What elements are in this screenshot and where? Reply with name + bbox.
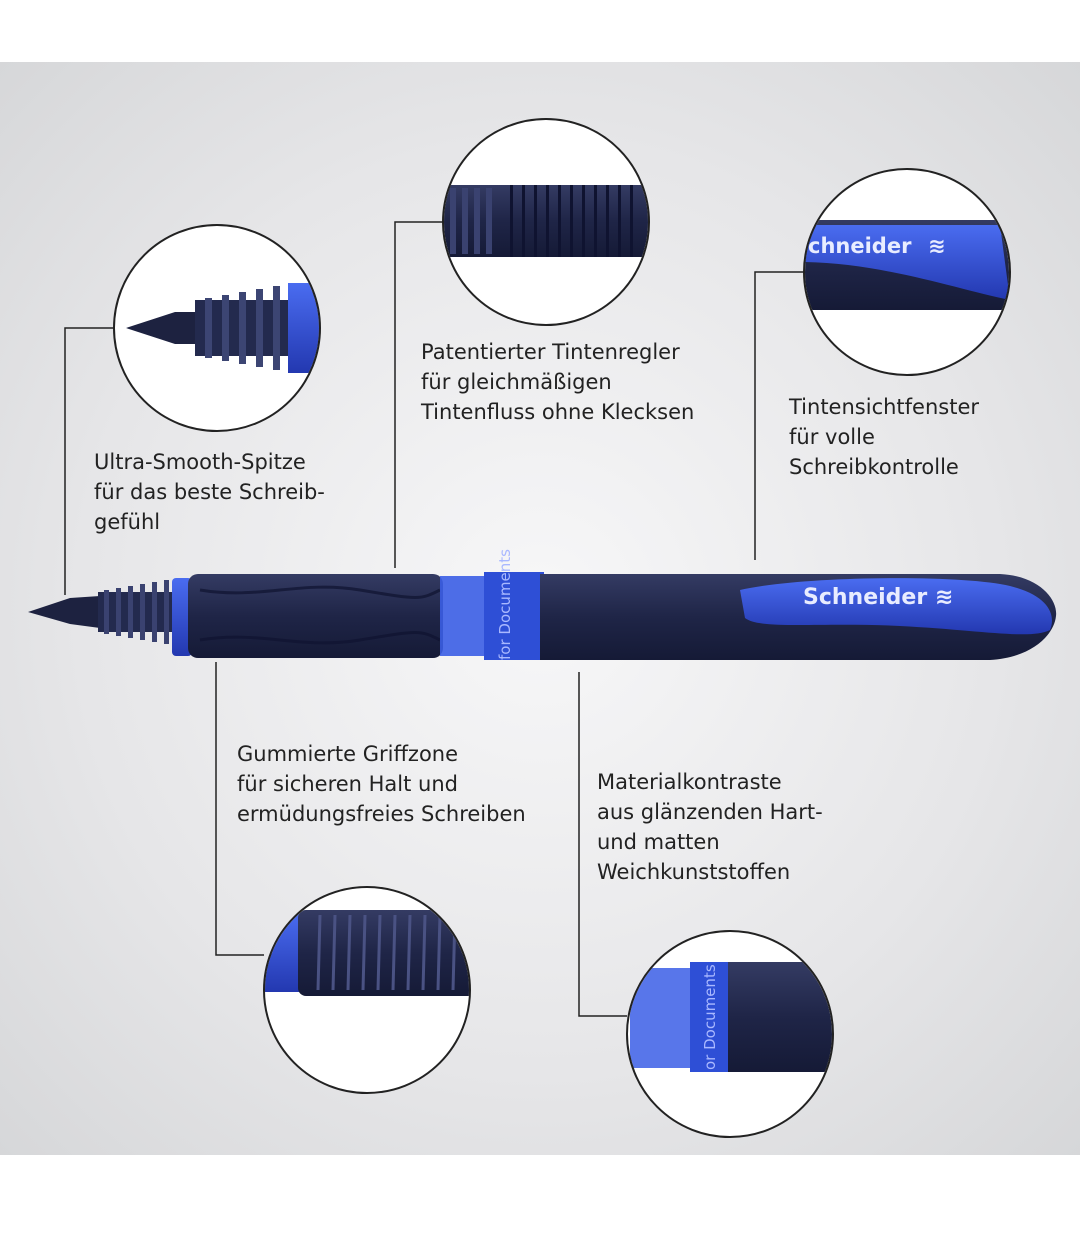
zoom-circle-tip	[113, 224, 321, 432]
pen-tip	[28, 596, 100, 628]
zoom-circle-ink-window: chneider ≋	[803, 168, 1011, 376]
pen-tip-ribs	[98, 580, 178, 644]
zoom-circle-grip	[263, 886, 471, 1094]
ink-window	[740, 578, 1052, 635]
svg-text:chneider: chneider	[808, 234, 912, 258]
zoom-circle-ink-regulator	[442, 118, 650, 326]
barrel-print: for Documents	[496, 549, 514, 660]
svg-text:≋: ≋	[928, 234, 946, 258]
zoom-circle-material: or Documents	[626, 930, 834, 1138]
brand-swoosh-icon: ≋	[935, 585, 953, 610]
brand-logo: Schneider	[803, 585, 927, 610]
pen: for Documents Schneider ≋	[28, 549, 1057, 660]
ink-regulator	[440, 576, 485, 656]
leader-lines	[64, 221, 804, 1017]
svg-text:or Documents: or Documents	[701, 964, 719, 1070]
